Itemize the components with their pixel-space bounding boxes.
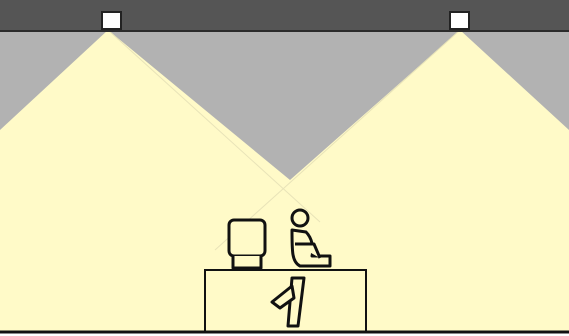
ceiling-light-left-icon: [102, 12, 121, 29]
ceiling-light-right-icon: [450, 12, 469, 29]
ceiling: [0, 0, 569, 31]
computer-monitor-icon: [229, 220, 265, 268]
